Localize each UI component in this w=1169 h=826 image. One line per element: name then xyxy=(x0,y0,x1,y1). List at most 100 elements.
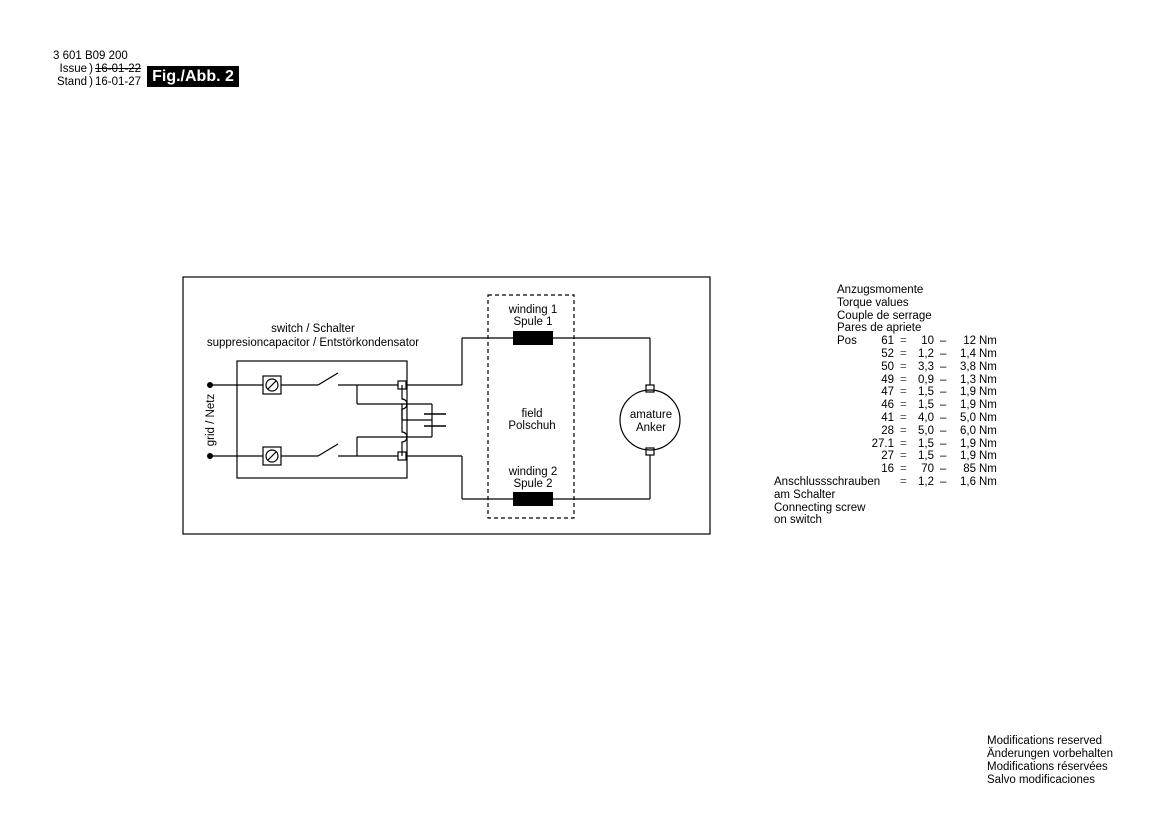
torque-dash: – xyxy=(940,373,947,386)
winding-1-coil xyxy=(513,331,553,345)
torque-dash: – xyxy=(940,360,947,373)
torque-dash: – xyxy=(940,347,947,360)
torque-min: 4,0 xyxy=(918,411,934,424)
torque-min: 1,5 xyxy=(918,437,934,450)
brace-top: ) xyxy=(89,63,93,75)
torque-max: 12 xyxy=(963,335,976,348)
modifications-notice: Modifications reserved Änderungen vorbeh… xyxy=(987,735,1113,787)
torque-max: 1,9 xyxy=(960,386,976,399)
torque-unit: Nm xyxy=(979,386,997,399)
torque-min: 1,5 xyxy=(918,386,934,399)
footer-line: Modifications reserved xyxy=(987,735,1103,747)
torque-min: 5,0 xyxy=(918,424,934,437)
torque-unit: Nm xyxy=(979,463,997,476)
torque-min: 10 xyxy=(921,335,934,348)
torque-pos: 46 xyxy=(881,399,894,412)
spule-1-label: Spule 1 xyxy=(513,316,552,328)
figure-label: Fig./Abb. 2 xyxy=(147,66,239,87)
torque-max: 1,9 xyxy=(960,399,976,412)
brace-bottom: ) xyxy=(89,76,93,88)
torque-min: 1,5 xyxy=(918,450,934,463)
footer-line: Änderungen vorbehalten xyxy=(987,748,1113,760)
torque-max: 1,9 xyxy=(960,437,976,450)
torque-pos: 41 xyxy=(881,411,894,424)
field-box xyxy=(487,294,575,519)
torque-equals: = xyxy=(900,373,907,386)
footer-line: Modifications réservées xyxy=(987,761,1108,773)
torque-dash: – xyxy=(940,411,947,424)
torque-max: 5,0 xyxy=(960,411,976,424)
stand-date: 16-01-27 xyxy=(95,76,142,88)
torque-equals: = xyxy=(900,463,907,476)
torque-min: 3,3 xyxy=(918,360,934,373)
anker-label: Anker xyxy=(636,422,666,434)
torque-dash: – xyxy=(940,386,947,399)
torque-equals: = xyxy=(900,335,907,348)
torque-pos: 27 xyxy=(881,450,894,463)
winding-2-coil xyxy=(513,492,553,506)
torque-equals: = xyxy=(900,386,907,399)
stand-line: Stand)16-01-27 xyxy=(53,76,141,89)
screw-label: Anschlussschrauben xyxy=(774,475,881,488)
torque-unit: Nm xyxy=(979,424,997,437)
pos-label: Pos xyxy=(837,335,857,348)
stand-label: Stand xyxy=(56,76,87,88)
torque-min: 0,9 xyxy=(918,373,934,386)
torque-pos: 49 xyxy=(881,373,894,386)
issue-line: Issue)16-01-22 xyxy=(53,63,142,76)
grid-terminal-bottom xyxy=(207,453,213,459)
issue-date: 16-01-22 xyxy=(95,63,142,75)
torque-equals: = xyxy=(900,399,907,412)
grid-terminal-top xyxy=(207,382,213,388)
issue-label: Issue xyxy=(59,63,88,75)
document-header: 3 601 B09 200 Issue)16-01-22 Stand)16-01… xyxy=(53,50,141,89)
torque-max: 6,0 xyxy=(960,424,976,437)
footer-line: Salvo modificaciones xyxy=(987,774,1096,786)
torque-equals: = xyxy=(900,411,907,424)
torque-dash: – xyxy=(940,450,947,463)
torque-max: 1,9 xyxy=(960,450,976,463)
torque-dash: – xyxy=(940,437,947,450)
winding-1-label: winding 1 xyxy=(508,304,558,316)
torque-dash: – xyxy=(940,463,947,476)
field-label: field xyxy=(521,408,542,420)
torque-equals: = xyxy=(900,437,907,450)
torque-equals: = xyxy=(900,450,907,463)
spule-2-label: Spule 2 xyxy=(513,478,552,490)
torque-max: 3,8 xyxy=(960,360,976,373)
switch-title: switch / Schalter xyxy=(271,323,355,335)
torque-equals: = xyxy=(900,424,907,437)
torque-unit: Nm xyxy=(979,347,997,360)
torque-min: 70 xyxy=(921,463,934,476)
torque-pos: 52 xyxy=(881,347,894,360)
torque-equals: = xyxy=(900,360,907,373)
grid-label: grid / Netz xyxy=(205,394,217,447)
armature-label: amature xyxy=(630,409,672,421)
torque-min: 1,2 xyxy=(918,347,934,360)
torque-equals: = xyxy=(900,347,907,360)
torque-max: 85 xyxy=(963,463,976,476)
torque-pos: 16 xyxy=(881,463,894,476)
torque-min: 1,5 xyxy=(918,399,934,412)
torque-dash: – xyxy=(940,335,947,348)
torque-unit: Nm xyxy=(979,360,997,373)
torque-pos: 27.1 xyxy=(871,437,894,450)
winding-2-label: winding 2 xyxy=(508,466,558,478)
torque-max: 1,4 xyxy=(960,347,976,360)
switch-subtitle: suppresioncapacitor / Entstörkondensator xyxy=(207,337,419,349)
polschuh-label: Polschuh xyxy=(508,420,555,432)
torque-dash: – xyxy=(940,399,947,412)
torque-unit: Nm xyxy=(979,411,997,424)
torque-dash: – xyxy=(940,424,947,437)
part-number: 3 601 B09 200 xyxy=(53,50,128,62)
torque-unit: Nm xyxy=(979,450,997,463)
torque-unit: Nm xyxy=(979,399,997,412)
diagram-frame xyxy=(182,276,711,535)
torque-pos: 28 xyxy=(881,424,894,437)
torque-pos: 47 xyxy=(881,386,894,399)
torque-pos: 50 xyxy=(881,360,894,373)
torque-pos: 61 xyxy=(881,335,894,348)
armature-circle xyxy=(619,389,681,451)
torque-unit: Nm xyxy=(979,373,997,386)
